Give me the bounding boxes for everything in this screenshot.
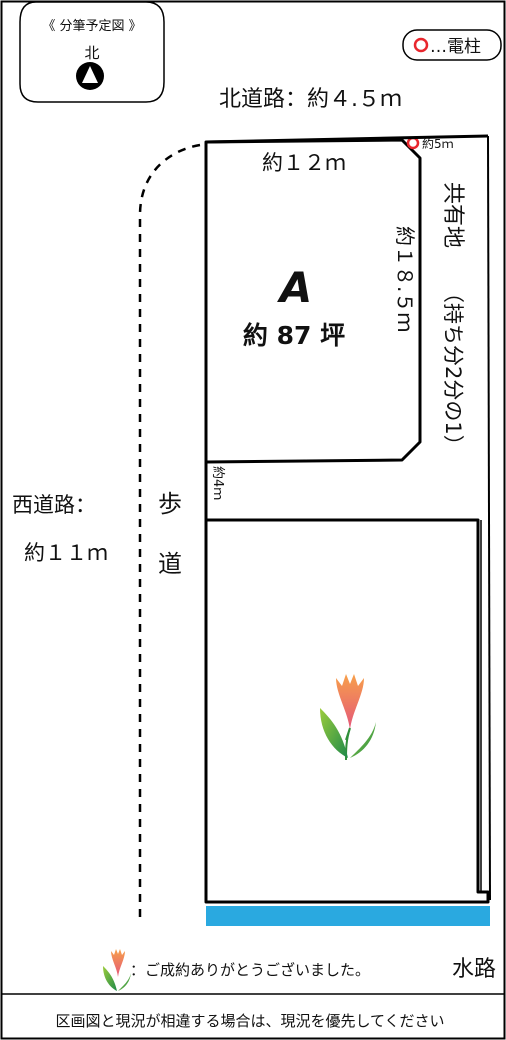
- shared-land-label-1: 共有地: [440, 182, 465, 248]
- compass-title: 《 分筆予定図 》: [42, 19, 141, 34]
- lot-a-outline: [204, 138, 422, 464]
- north-road-label: 北道路：約４.５ｍ: [219, 87, 402, 112]
- sidewalk-char-1: 歩: [158, 490, 182, 518]
- shared-land-strip: [480, 135, 491, 901]
- utility-pole-icon-corner: [406, 136, 420, 150]
- lot-a-right-depth: 約１８.５ｍ: [393, 226, 417, 332]
- north-frontage-line: [205, 134, 489, 144]
- access-road-width: 約4ｍ: [210, 466, 225, 500]
- pole-legend: …電柱: [402, 29, 502, 61]
- utility-pole-icon: [413, 37, 429, 53]
- tulip-legend-icon: [103, 949, 131, 991]
- lot-a-top-width: 約１２ｍ: [262, 151, 346, 175]
- compass-north-label: 北: [84, 44, 99, 62]
- pole-legend-text: …電柱: [430, 37, 481, 57]
- disclaimer-text: 区画図と現況が相違する場合は、現況を優先してください: [55, 1012, 444, 1030]
- west-road-boundary: [138, 143, 201, 920]
- shared-land-label-2: （持ち分2分の1）: [441, 282, 465, 456]
- sidewalk-char-2: 道: [158, 550, 182, 578]
- waterway-band: [206, 906, 490, 926]
- waterway-label: 水路: [452, 957, 496, 982]
- lot-a-letter: A: [277, 263, 313, 312]
- tulip-icon: [320, 674, 376, 761]
- north-arrow-icon: [76, 62, 104, 90]
- corner-cut-label: 約5ｍ: [422, 136, 454, 151]
- lot-a-area: 約 87 坪: [243, 321, 345, 350]
- west-road-label-2: 約１１ｍ: [24, 541, 108, 565]
- sold-note-text: ：ご成約ありがとうございました。: [130, 961, 370, 979]
- compass-box: 《 分筆予定図 》 北: [19, 1, 165, 103]
- west-road-label-1: 西道路：: [12, 493, 96, 517]
